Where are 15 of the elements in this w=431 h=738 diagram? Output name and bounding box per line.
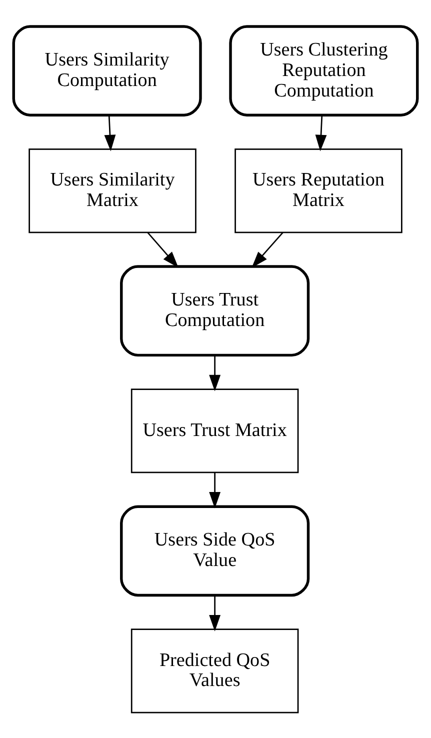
node-box: Users Trust Computation bbox=[120, 264, 310, 356]
node-box: Predicted QoS Values bbox=[130, 628, 299, 713]
arrow bbox=[147, 232, 178, 268]
arrow bbox=[209, 472, 221, 508]
node-box: Users Side QoS Value bbox=[120, 504, 310, 596]
node-box: Users Reputation Matrix bbox=[234, 148, 402, 233]
arrow bbox=[315, 114, 327, 151]
node-box: Users Similarity Computation bbox=[12, 24, 202, 116]
node-box: Users Similarity Matrix bbox=[28, 148, 196, 233]
node-box: Users Clustering Reputation Computation bbox=[229, 24, 419, 116]
arrow bbox=[209, 354, 221, 391]
arrow bbox=[209, 594, 221, 631]
node-box: Users Trust Matrix bbox=[130, 388, 299, 473]
arrow bbox=[104, 114, 116, 151]
arrow bbox=[252, 232, 284, 268]
